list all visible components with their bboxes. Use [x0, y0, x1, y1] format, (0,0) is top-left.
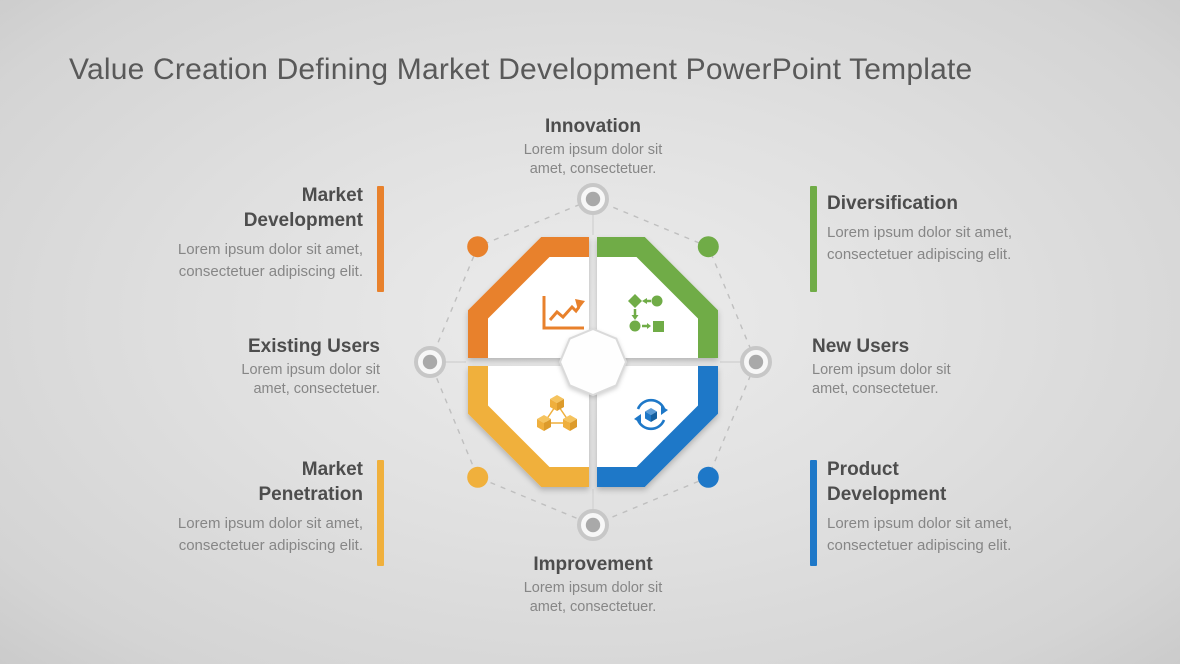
connector-stubs — [444, 213, 742, 511]
chart-trend-line — [548, 304, 581, 321]
existing-users-body: Lorem ipsum dolor sit amet, consectetuer… — [241, 362, 380, 398]
cycle-arc-bottom — [636, 419, 666, 431]
product-development-body: Lorem ipsum dolor sit amet, consectetuer… — [827, 515, 1013, 554]
new-users-body: Lorem ipsum dolor sit amet, consectetuer… — [812, 362, 951, 398]
quadrant-band-blue — [597, 366, 718, 487]
node-dot — [585, 191, 601, 207]
market-penetration-body: Lorem ipsum dolor sit amet, consectetuer… — [177, 515, 363, 554]
page-title: Value Creation Defining Market Developme… — [69, 53, 973, 87]
node-dot — [585, 517, 601, 533]
cycle-arrowhead-left — [634, 414, 641, 423]
cube-face — [570, 419, 577, 431]
section-existing-users: Existing Users Lorem ipsum dolor sit ame… — [160, 334, 380, 399]
innovation-heading: Innovation — [544, 116, 642, 137]
product-cycle-icon — [634, 398, 668, 431]
chart-arrowhead — [575, 299, 585, 310]
market-development-body: Lorem ipsum dolor sit amet, consectetuer… — [177, 241, 363, 280]
flow-circle-top — [651, 295, 663, 307]
cube-face — [544, 419, 551, 431]
diversification-accent-bar — [810, 186, 817, 292]
flow-arrowhead-right — [647, 323, 651, 329]
quadrant-band-orange — [468, 237, 589, 358]
corner-dot-yellow — [467, 466, 489, 488]
section-diversification: Diversification Lorem ipsum dolor sit am… — [827, 191, 1077, 266]
diversification-body: Lorem ipsum dolor sit amet, consectetuer… — [827, 224, 1013, 263]
cube-left — [537, 415, 551, 431]
improvement-body: Lorem ipsum dolor sit amet, consectetuer… — [523, 580, 663, 616]
quadrant-band-yellow — [468, 366, 589, 487]
cube-face — [550, 399, 557, 411]
section-innovation: Innovation Lorem ipsum dolor sit amet, c… — [483, 114, 703, 179]
quadrant-band-green — [597, 237, 718, 358]
cycle-arc-top — [636, 398, 666, 410]
node-dot — [422, 354, 438, 370]
product-development-heading: Product Development — [827, 459, 947, 505]
new-users-heading: New Users — [812, 336, 910, 357]
node-circle-top — [577, 183, 609, 215]
line-chart-icon — [542, 296, 585, 330]
chart-axes — [542, 296, 584, 330]
octagon-diagram — [414, 183, 772, 541]
node-circle-bottom — [577, 509, 609, 541]
market-penetration-heading: Market Penetration — [258, 459, 363, 505]
flowchart-icon — [628, 294, 664, 332]
improvement-heading: Improvement — [533, 554, 653, 575]
market-development-heading: Market Development — [243, 185, 363, 231]
cycle-arrowhead-right — [661, 406, 668, 415]
node-circle-right — [740, 346, 772, 378]
cycle-cube-right-face — [651, 411, 657, 422]
product-development-accent-bar — [810, 460, 817, 566]
section-improvement: Improvement Lorem ipsum dolor sit amet, … — [483, 552, 703, 617]
market-development-accent-bar — [377, 186, 384, 292]
innovation-body: Lorem ipsum dolor sit amet, consectetuer… — [523, 142, 663, 178]
corner-dot-blue — [697, 466, 719, 488]
node-circles — [414, 183, 772, 541]
section-market-penetration: Market Penetration Lorem ipsum dolor sit… — [117, 457, 363, 557]
flow-arrowhead-down — [631, 315, 639, 320]
flow-circle-bottom — [629, 320, 641, 332]
flow-arrowhead-left — [642, 298, 647, 304]
node-dot — [748, 354, 764, 370]
existing-users-heading: Existing Users — [248, 336, 380, 357]
corner-dot-green — [697, 236, 719, 258]
cycle-cube-left-face — [645, 411, 651, 422]
diversification-heading: Diversification — [827, 193, 958, 214]
section-market-development: Market Development Lorem ipsum dolor sit… — [117, 183, 363, 283]
flow-square — [653, 321, 664, 332]
market-penetration-accent-bar — [377, 460, 384, 566]
cube-face — [537, 419, 544, 431]
flow-diamond — [628, 294, 642, 308]
section-new-users: New Users Lorem ipsum dolor sit amet, co… — [812, 334, 1032, 399]
corner-dot-orange — [467, 236, 489, 258]
linked-cubes-icon — [537, 395, 577, 431]
node-circle-left — [414, 346, 446, 378]
section-product-development: Product Development Lorem ipsum dolor si… — [827, 457, 1077, 557]
cube-right — [563, 415, 577, 431]
center-octagon — [558, 327, 628, 397]
cube-face — [563, 419, 570, 431]
cube-top — [550, 395, 564, 411]
cube-face — [557, 399, 564, 411]
